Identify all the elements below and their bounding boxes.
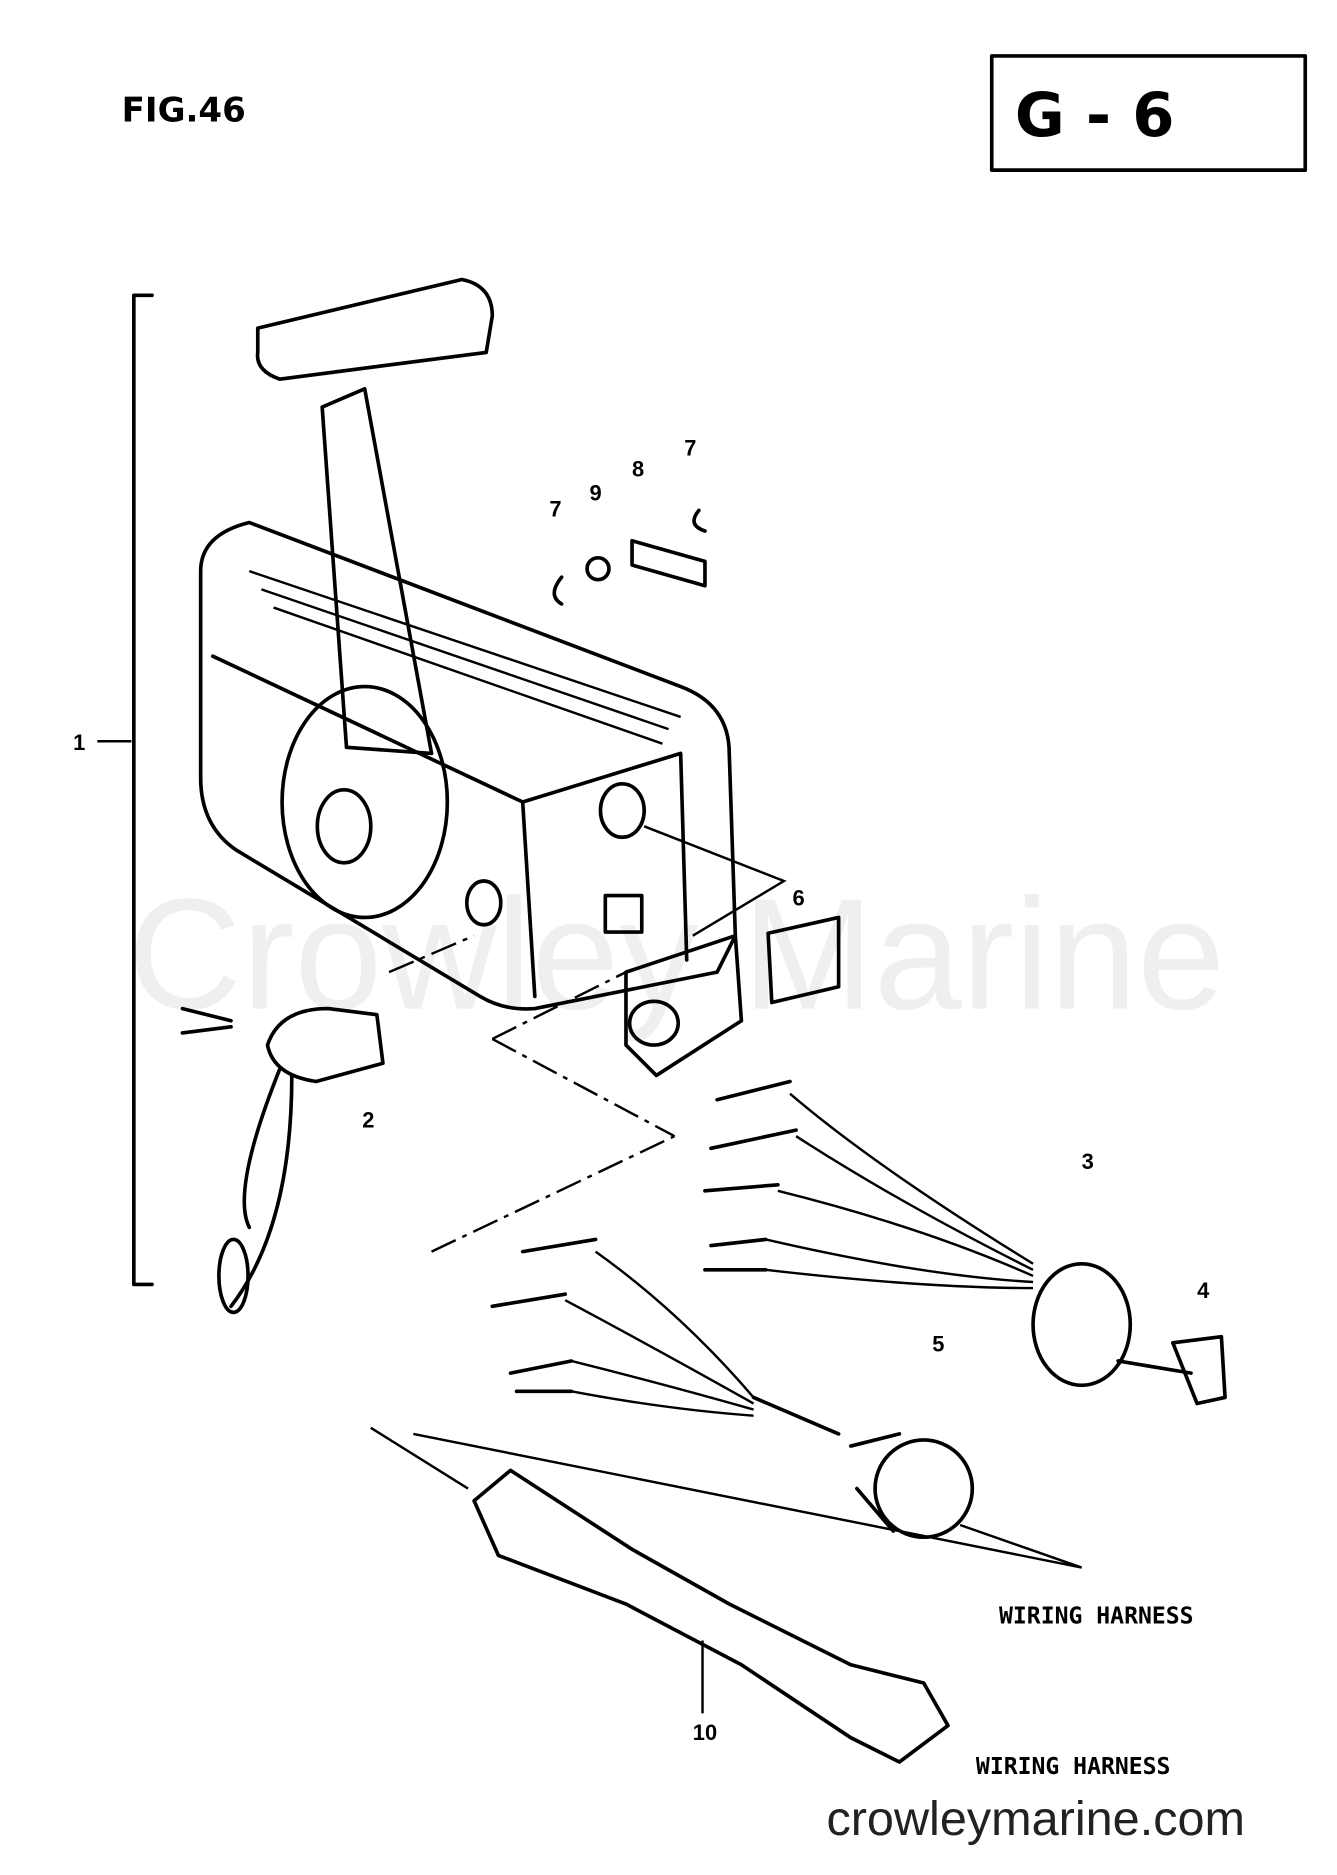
section-label: G - 6 bbox=[1015, 81, 1175, 151]
section-box: G - 6 bbox=[989, 54, 1308, 172]
site-url: crowleymarine.com bbox=[826, 1792, 1245, 1846]
callout-2: 2 bbox=[362, 1108, 374, 1133]
callout-8: 8 bbox=[632, 456, 644, 481]
wiring-harness-label-2: WIRING HARNESS bbox=[976, 1754, 1171, 1780]
wiring-harness-label-1: WIRING HARNESS bbox=[999, 1603, 1194, 1629]
figure-number: FIG.46 bbox=[122, 91, 246, 131]
connector-harness: 5 bbox=[490, 1237, 975, 1540]
callout-4: 4 bbox=[1197, 1278, 1210, 1303]
stop-switch: 2 bbox=[180, 934, 475, 1315]
callout-7b: 7 bbox=[684, 436, 696, 461]
callout-10: 10 bbox=[693, 1720, 717, 1745]
callout-3: 3 bbox=[1082, 1149, 1094, 1174]
extension-harness: 10 bbox=[370, 1426, 1083, 1764]
callout-7a: 7 bbox=[549, 496, 561, 521]
callout-9: 9 bbox=[590, 481, 602, 506]
small-parts: 7 7 8 9 6 bbox=[549, 436, 841, 1005]
callout-1: 1 bbox=[73, 730, 85, 755]
remote-control-box bbox=[198, 277, 744, 1078]
callout-5: 5 bbox=[932, 1331, 944, 1356]
assembly-bracket bbox=[132, 293, 154, 1287]
callout-6: 6 bbox=[792, 885, 804, 910]
main-switch-harness: 3 4 bbox=[431, 971, 1227, 1406]
